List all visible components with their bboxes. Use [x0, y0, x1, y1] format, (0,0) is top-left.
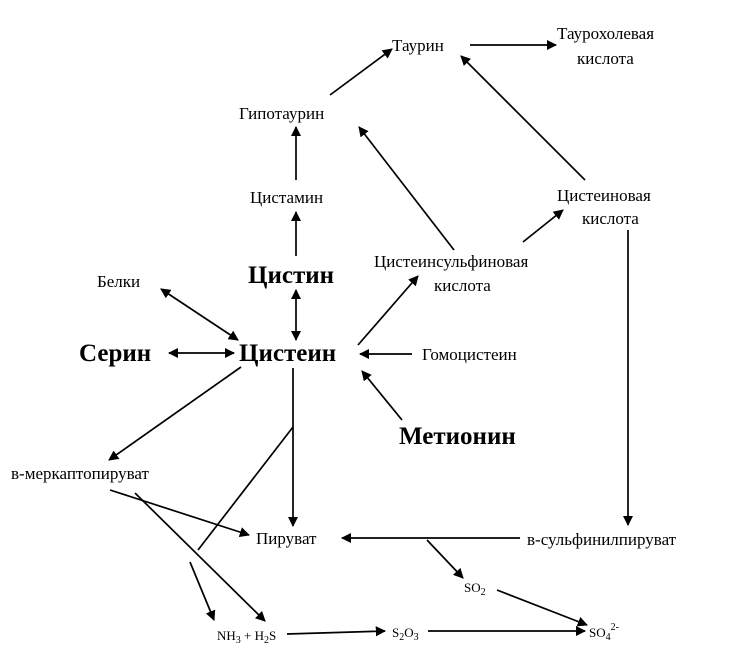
node-proteins: Белки	[97, 272, 140, 291]
edge-methionine-cysteine	[361, 370, 403, 421]
edge-cysteinesulfinic-hypotaurine	[358, 126, 455, 251]
node-taurine: Таурин	[392, 36, 444, 55]
edge-so2-so4	[496, 589, 588, 627]
node-cystamine: Цистамин	[250, 188, 323, 207]
node-cysteine: Цистеин	[239, 340, 336, 367]
edge-cysteinesulfinic-cysteic	[522, 209, 564, 243]
edges	[108, 39, 634, 637]
node-s2o3: S2O3	[392, 625, 419, 643]
node-taurocholic-line2: кислота	[577, 49, 634, 68]
edge-cysteine-cysteinesulfinic	[357, 275, 419, 346]
node-cysteic-line1: Цистеиновая	[557, 186, 651, 205]
node-cysteinesulfinic-line2: кислота	[434, 276, 491, 295]
edge-hypotaurine-taurine	[329, 48, 393, 96]
node-sulfinylpyruvate: в-сульфинилпируват	[527, 530, 677, 549]
node-taurocholic-line1: Таурохолевая	[557, 24, 654, 43]
node-cysteic-line2: кислота	[582, 209, 639, 228]
node-nh3-h2s: NH3 + H2S	[217, 628, 276, 646]
edge-mercaptopyruvate-pyruvate	[109, 489, 250, 538]
edge-mercaptopyruvate-h2s	[134, 492, 266, 622]
node-pyruvate: Пируват	[256, 529, 317, 548]
node-serine: Серин	[79, 340, 151, 367]
edge-nh3-branch	[189, 561, 216, 621]
labels: Таурин Таурохолевая кислота Гипотаурин Ц…	[11, 24, 677, 646]
edge-h2s-s2o3	[286, 626, 387, 637]
node-methionine: Метионин	[399, 423, 516, 450]
node-so4: SO42-	[589, 622, 619, 643]
node-cysteinesulfinic-line1: Цистеинсульфиновая	[374, 252, 528, 271]
node-cystine: Цистин	[248, 262, 334, 289]
node-so2: SO2	[464, 580, 486, 598]
edge-cysteine-mercaptopyruvate	[108, 366, 242, 461]
node-mercaptopyruvate: в-меркаптопируват	[11, 464, 149, 483]
edge-pyruvate-so2	[426, 539, 464, 579]
edge-proteins-cysteine	[160, 288, 239, 341]
node-hypotaurine: Гипотаурин	[239, 104, 324, 123]
bracket-line	[197, 426, 294, 551]
node-homocysteine: Гомоцистеин	[422, 345, 517, 364]
edge-cysteic-taurine	[460, 55, 586, 181]
